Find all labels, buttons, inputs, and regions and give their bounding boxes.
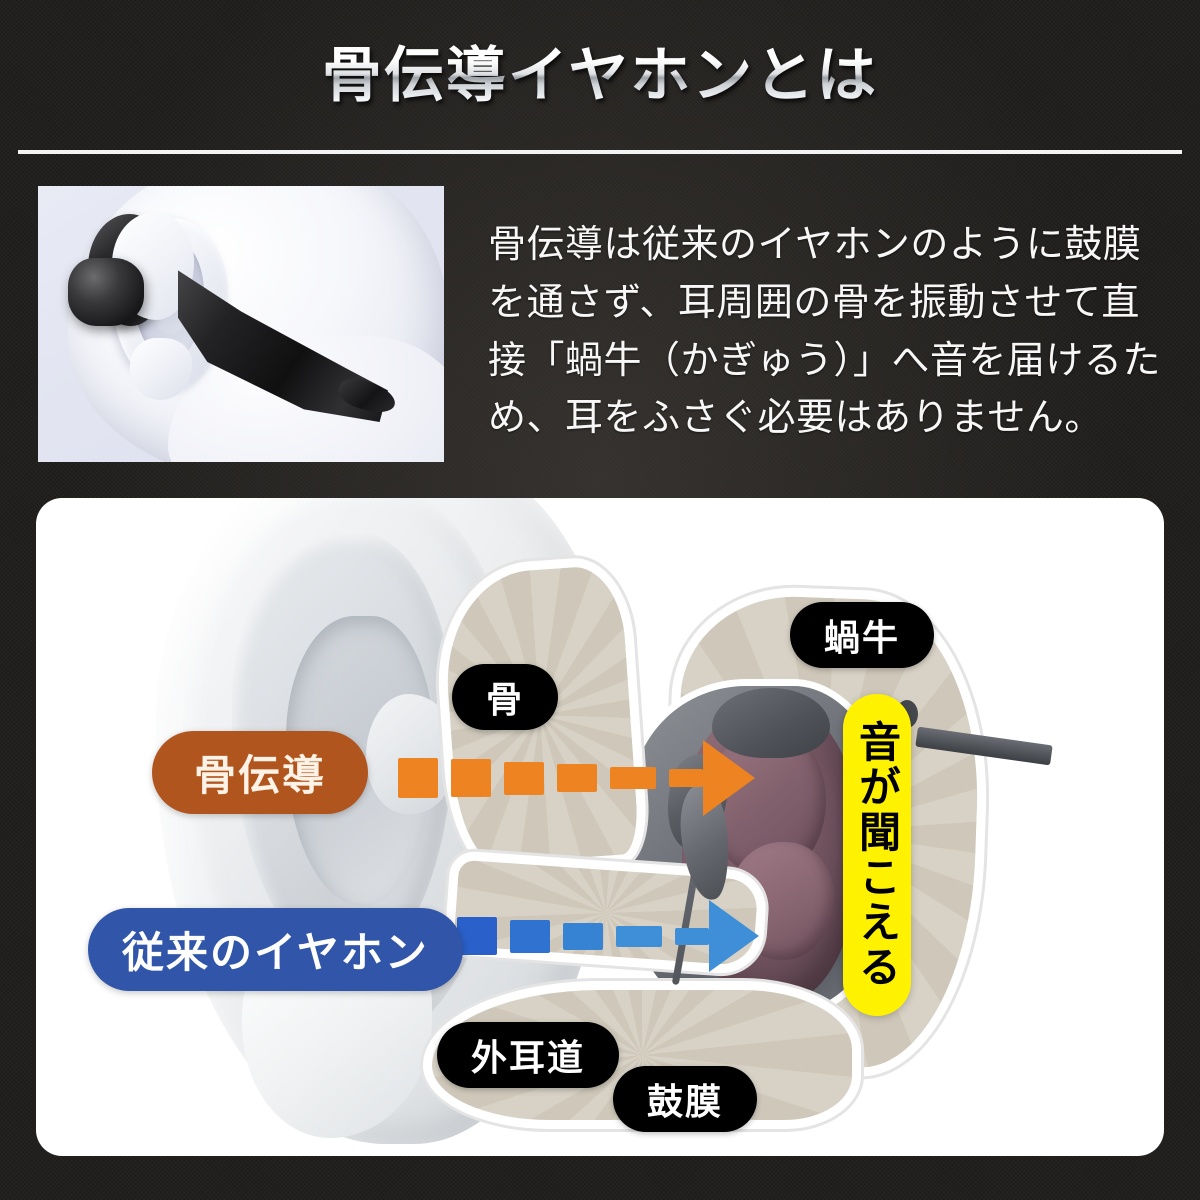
dash-segment [510, 919, 550, 953]
label-sound-heard: 音が聞こえる [843, 694, 911, 1016]
dash-segment [398, 758, 438, 798]
earphone-driver-unit [68, 258, 144, 326]
dash-segment [616, 925, 662, 947]
arrowhead-icon [703, 740, 755, 816]
dash-segment [504, 761, 544, 795]
label-conventional-earphone: 従来のイヤホン [88, 908, 463, 991]
dash-segment [563, 922, 603, 950]
mannequin-ear-lobe [130, 338, 192, 400]
dash-segment [557, 764, 597, 792]
arrowhead-icon [709, 900, 759, 972]
product-photo [38, 186, 444, 462]
label-bone: 骨 [452, 664, 559, 730]
bone-conduction-flow-arrow [398, 740, 755, 816]
label-ear-canal: 外耳道 [437, 1022, 620, 1088]
label-eardrum: 鼓膜 [613, 1066, 758, 1132]
title-divider [18, 150, 1182, 154]
dash-segment [610, 767, 656, 789]
dash-segment [457, 917, 497, 955]
intro-paragraph: 骨伝導は従来のイヤホンのように鼓膜を通さず、耳周囲の骨を振動させて直接「蝸牛（か… [488, 222, 1161, 440]
label-bone-conduction: 骨伝導 [152, 731, 369, 814]
label-cochlea: 蝸牛 [790, 602, 935, 668]
page-title: 骨伝導イヤホンとは [0, 44, 1200, 109]
arrow-tail [669, 769, 703, 787]
arrow-tail [675, 927, 709, 945]
dash-segment [451, 759, 491, 797]
